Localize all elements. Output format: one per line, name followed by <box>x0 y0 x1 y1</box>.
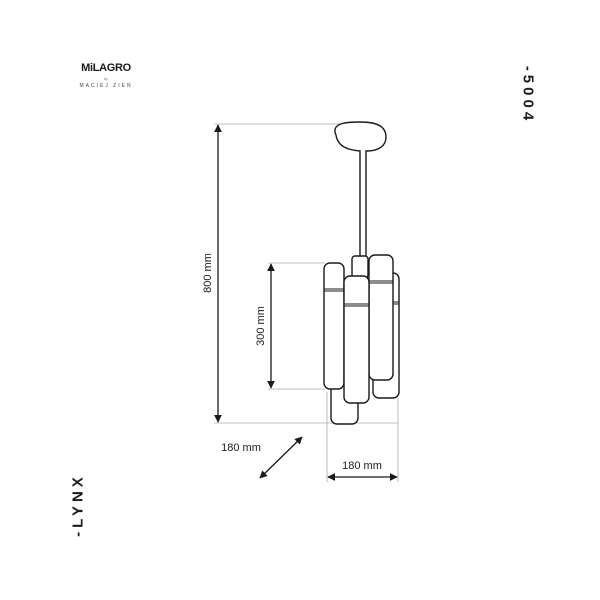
tube-center <box>343 275 370 404</box>
extension-lines <box>214 123 399 482</box>
width-label: 180 mm <box>342 460 382 472</box>
depth-label: 180 mm <box>221 442 261 454</box>
depth-dimension-line <box>259 436 303 479</box>
tube-right <box>368 254 394 381</box>
height-label: 800 mm <box>202 253 214 293</box>
lamp <box>323 121 400 425</box>
tube-left <box>323 262 345 390</box>
connector <box>351 255 369 279</box>
canopy <box>334 121 387 259</box>
shade-height-label: 300 mm <box>255 306 267 346</box>
designer-name: MACIEJ ZIEŃ <box>79 83 133 89</box>
dimension-lines <box>214 124 398 481</box>
brand-by: by <box>103 76 109 81</box>
brand-logo: MiLAGRO by MACIEJ ZIEŃ <box>56 62 156 89</box>
brand-name: MiLAGRO <box>81 62 131 74</box>
